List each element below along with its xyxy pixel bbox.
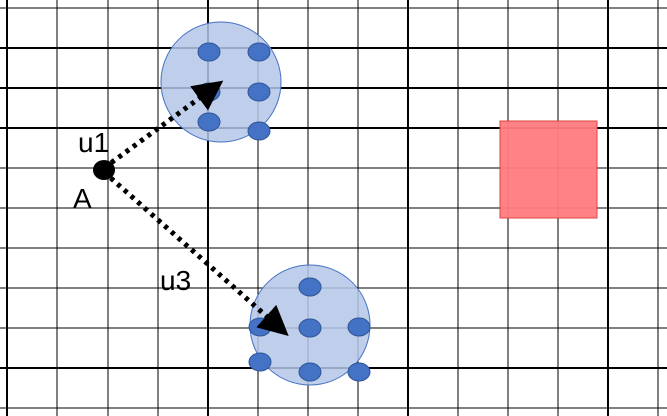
- cluster-lower-node: [347, 317, 371, 337]
- obstacle-square: [499, 120, 598, 219]
- cluster-upper-node: [247, 82, 271, 102]
- cluster-lower-node: [298, 362, 322, 382]
- cluster-lower-node: [298, 277, 322, 297]
- cluster-upper-node: [197, 112, 221, 132]
- cluster-upper-node: [197, 42, 221, 62]
- label-u3: u3: [160, 265, 191, 296]
- cluster-upper: [160, 21, 282, 143]
- arrow-u3: [102, 170, 289, 336]
- cluster-lower-node: [248, 352, 272, 372]
- cluster-upper-node: [247, 42, 271, 62]
- cluster-upper-node: [247, 121, 271, 141]
- cluster-lower-node: [347, 362, 371, 382]
- label-a: A: [73, 183, 92, 214]
- cluster-lower-node: [248, 317, 272, 337]
- cluster-lower: [248, 264, 371, 386]
- label-u1: u1: [78, 127, 109, 158]
- cluster-lower-node: [298, 318, 322, 338]
- agent-dot: [93, 160, 115, 180]
